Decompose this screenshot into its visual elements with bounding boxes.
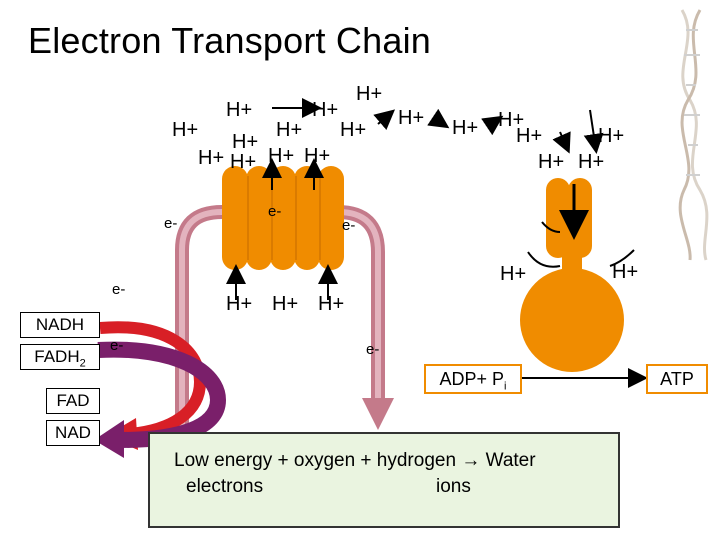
proton-label: H+ xyxy=(312,99,339,121)
proton-label: H+ xyxy=(232,131,259,153)
electron-label: e- xyxy=(112,281,126,298)
result-box: Low energy + oxygen + hydrogen → Water e… xyxy=(148,432,620,528)
electron-label: e- xyxy=(164,215,178,232)
result-line1-part2: Water xyxy=(485,450,536,471)
proton-label: H+ xyxy=(398,107,425,129)
proton-label: H+ xyxy=(612,261,639,283)
proton-label: H+ xyxy=(578,151,605,173)
protein-complex xyxy=(222,166,344,270)
fad-box: FAD xyxy=(46,388,100,414)
proton-label: H+ xyxy=(268,145,295,167)
electron-label: e- xyxy=(268,203,282,220)
proton-label: H+ xyxy=(198,147,225,169)
proton-label: H+ xyxy=(172,119,199,141)
proton-label: H+ xyxy=(516,125,543,147)
electron-label: e- xyxy=(110,337,124,354)
nadh-box: NADH xyxy=(20,312,100,338)
dna-decoration xyxy=(678,9,709,261)
electron-label: e- xyxy=(366,341,380,358)
result-electrons: electrons xyxy=(186,476,264,497)
atp-synthase xyxy=(520,178,635,372)
proton-label: H+ xyxy=(318,293,345,315)
proton-label: H+ xyxy=(498,109,525,131)
proton-label: H+ xyxy=(452,117,479,139)
proton-label: H+ xyxy=(500,263,527,285)
atp-label: ATP xyxy=(646,364,708,394)
proton-label: H+ xyxy=(276,119,303,141)
proton-label: H+ xyxy=(272,293,299,315)
proton-label: H+ xyxy=(226,293,253,315)
adp-pi-label: ADP+ Pi xyxy=(424,364,522,394)
proton-label: H+ xyxy=(226,99,253,121)
proton-label: H+ xyxy=(538,151,565,173)
proton-label: H+ xyxy=(304,145,331,167)
slide-title: Electron Transport Chain xyxy=(28,20,431,61)
electron-label: e- xyxy=(342,217,356,234)
fadh2-box: FADH2 xyxy=(20,344,100,370)
proton-label: H+ xyxy=(340,119,367,141)
result-ions: ions xyxy=(436,476,471,497)
right-arrow-icon: → xyxy=(461,450,481,471)
nad-box: NAD xyxy=(46,420,100,446)
proton-arrows xyxy=(226,98,648,388)
proton-label: H+ xyxy=(356,83,383,105)
proton-label: H+ xyxy=(598,125,625,147)
proton-label: H+ xyxy=(230,151,257,173)
result-line1-part1: Low energy + oxygen + hydrogen xyxy=(174,450,457,471)
